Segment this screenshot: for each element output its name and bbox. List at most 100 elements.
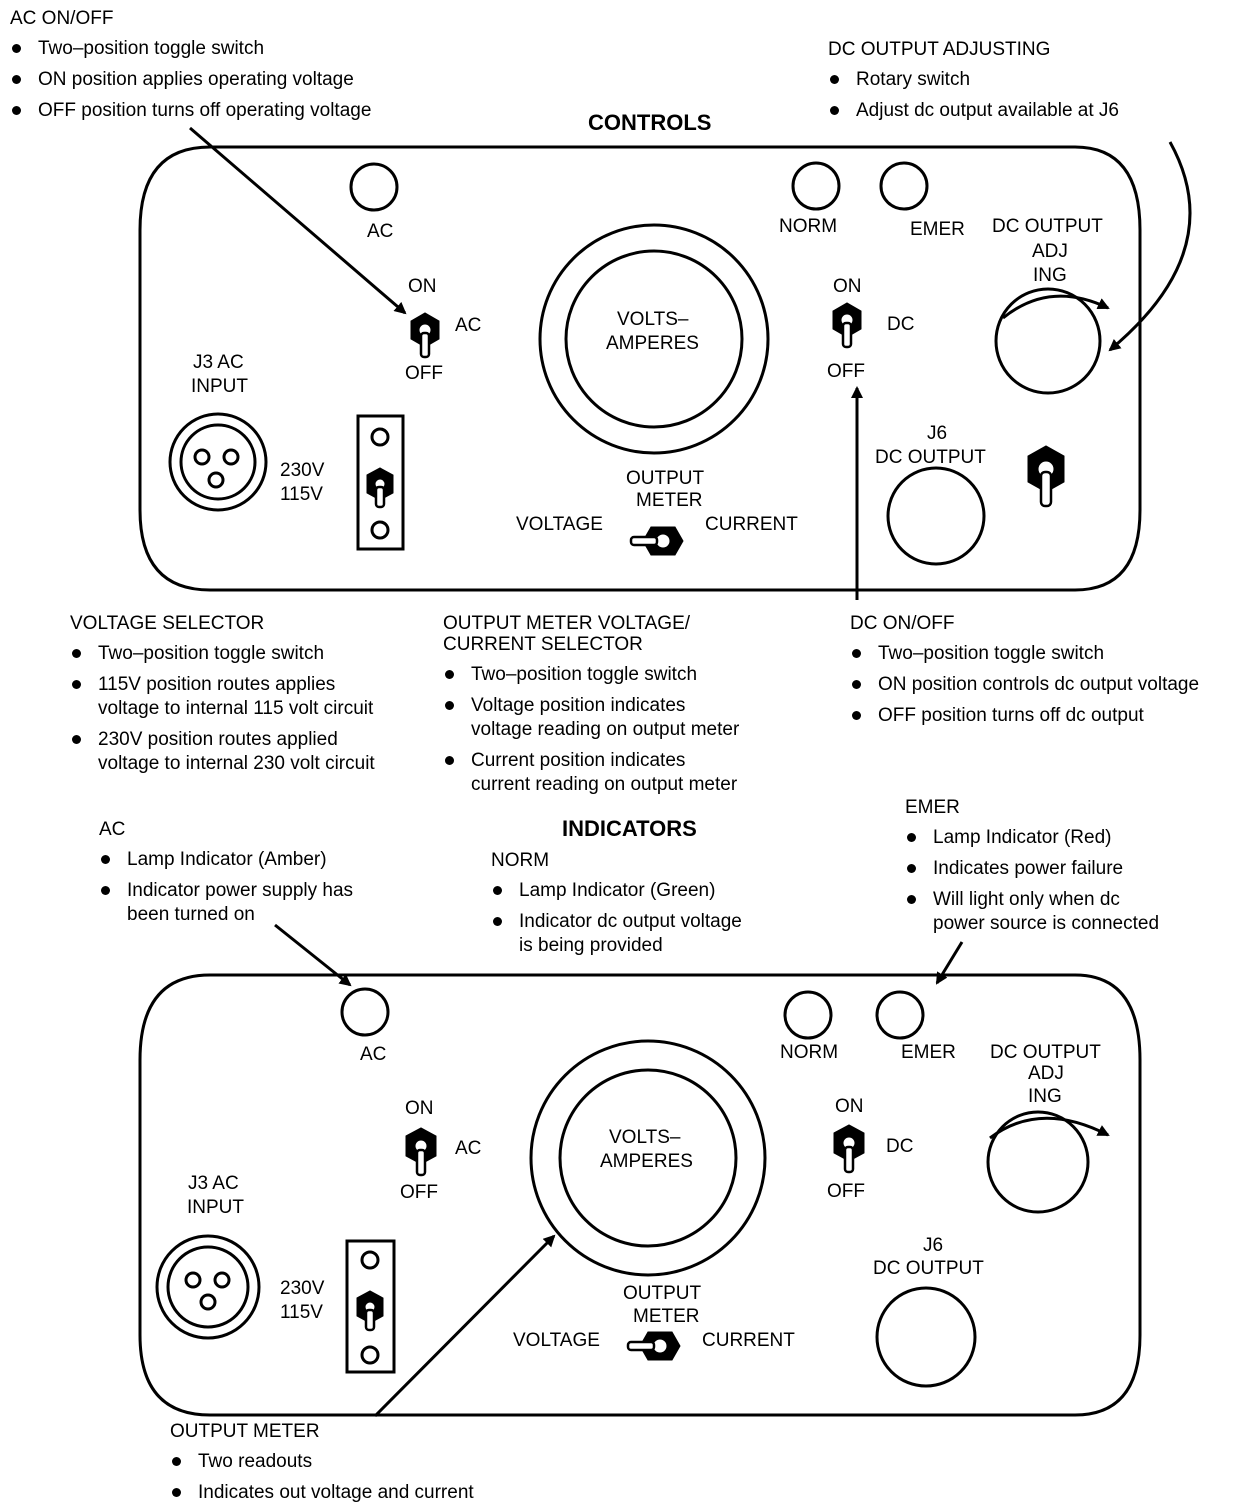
meter-label-1-2: VOLTS– [609, 1127, 681, 1148]
v115-label: 115V [280, 484, 323, 505]
ac-onoff-leader [189, 126, 407, 315]
dc-onoff-callout: DC ON/OFF Two–position toggle switch ON … [850, 612, 1199, 735]
output-meter-inner [564, 249, 744, 429]
j6-label-2-2: DC OUTPUT [873, 1258, 984, 1279]
callout-item: 115V position routes applies voltage to … [70, 673, 375, 721]
ac-switch-on-label: ON [408, 276, 437, 297]
output-meter-outer-2 [529, 1039, 767, 1277]
emer-lamp-2 [875, 990, 925, 1040]
j3-label-2: INPUT [191, 376, 248, 397]
callout-item: Two–position toggle switch [850, 642, 1199, 666]
output-meter-sel-label-2: METER [636, 490, 703, 511]
ac-switch-off-label: OFF [405, 363, 443, 384]
voltage-selector-plate-2 [345, 1239, 396, 1374]
callout-item: Current position indicates current readi… [443, 749, 739, 797]
callout-heading: VOLTAGE SELECTOR [70, 613, 265, 634]
callout-item: OFF position turns off dc output [850, 704, 1199, 728]
callout-item: Indicator power supply has been turned o… [99, 879, 353, 927]
dc-output-adj-knob [994, 287, 1102, 395]
callout-item: Indicates power failure [905, 857, 1159, 881]
dc-output-adj-rotation-arrow-2 [989, 1116, 1110, 1140]
ac-lamp-label: AC [367, 221, 394, 242]
ac-lamp-leader [274, 923, 352, 987]
norm-lamp-callout: NORM Lamp Indicator (Green) Indicator dc… [491, 849, 742, 965]
dc-adj-label-2-2: ADJ [1028, 1063, 1064, 1084]
callout-heading: NORM [491, 850, 550, 871]
voltage-label-2: VOLTAGE [513, 1330, 600, 1351]
current-label-2: CURRENT [702, 1330, 795, 1351]
dc-switch-off-label-2: OFF [827, 1181, 865, 1202]
ac-lamp [349, 162, 399, 212]
callout-item: Lamp Indicator (Amber) [99, 848, 353, 872]
dc-adj-label-3-2: ING [1028, 1086, 1062, 1107]
j6-label-1-2: J6 [923, 1235, 944, 1256]
callout-heading: DC OUTPUT ADJUSTING [828, 39, 1051, 60]
output-meter-selector-callout: OUTPUT METER VOLTAGE/ CURRENT SELECTOR T… [443, 612, 739, 804]
emer-lamp-callout: EMER Lamp Indicator (Red) Indicates powe… [905, 796, 1159, 943]
callout-item: Voltage position indicates voltage readi… [443, 694, 739, 742]
ac-switch-label: AC [455, 315, 482, 336]
callout-item: 230V position routes applied voltage to … [70, 728, 375, 776]
voltage-label: VOLTAGE [516, 514, 603, 535]
output-meter-inner-2 [558, 1068, 738, 1248]
callout-item: OFF position turns off operating voltage [10, 99, 371, 123]
j6-dc-output-connector [886, 466, 986, 566]
callout-item: ON position controls dc output voltage [850, 673, 1199, 697]
voltage-selector-toggle [366, 467, 394, 509]
j6-toggle-switch [1027, 445, 1065, 508]
dc-adj-label-3: ING [1033, 265, 1067, 286]
callout-heading: AC ON/OFF [10, 8, 114, 29]
output-meter-sel-label-1-2: OUTPUT [623, 1283, 702, 1304]
dc-output-adjusting-callout: DC OUTPUT ADJUSTING Rotary switch Adjust… [828, 38, 1119, 130]
output-meter-sel-label-1: OUTPUT [626, 468, 705, 489]
norm-lamp-label-2: NORM [780, 1042, 839, 1063]
j3-label-2-2: INPUT [187, 1197, 244, 1218]
ac-switch-off-label-2: OFF [400, 1182, 438, 1203]
meter-label-2-2: AMPERES [600, 1151, 693, 1172]
voltage-selector-callout: VOLTAGE SELECTOR Two–position toggle swi… [70, 612, 375, 783]
dc-switch-label-2: DC [886, 1136, 914, 1157]
ac-lamp-label-2: AC [360, 1044, 387, 1065]
callout-heading: OUTPUT METER VOLTAGE/ [443, 613, 691, 634]
callout-item: ON position applies operating voltage [10, 68, 371, 92]
voltage-selector-toggle-2 [356, 1290, 384, 1332]
ac-toggle-switch [410, 312, 440, 359]
callout-item: Indicates out voltage and current [170, 1481, 474, 1505]
current-label: CURRENT [705, 514, 798, 535]
dc-adj-label-1-2: DC OUTPUT [990, 1042, 1101, 1063]
dc-adj-label-2: ADJ [1032, 241, 1068, 262]
dc-output-adj-rotation-arrow [1002, 294, 1110, 320]
output-meter-leader [373, 1234, 556, 1418]
norm-lamp-label: NORM [779, 216, 838, 237]
j3-label-1: J3 AC [193, 352, 244, 373]
callout-item: Rotary switch [828, 68, 1119, 92]
j3-ac-input-connector-outer [168, 412, 268, 512]
callout-item: Two–position toggle switch [10, 37, 371, 61]
callout-item: Lamp Indicator (Red) [905, 826, 1159, 850]
output-meter-sel-label-2-2: METER [633, 1306, 700, 1327]
dc-toggle-switch [832, 302, 862, 349]
norm-lamp [791, 161, 841, 211]
callout-item: Two readouts [170, 1450, 474, 1474]
j3-ac-input-connector-inner-2 [166, 1245, 250, 1329]
norm-lamp-2 [783, 990, 833, 1040]
callout-item: Indicator dc output voltage is being pro… [491, 910, 742, 958]
callout-item: Two–position toggle switch [70, 642, 375, 666]
callout-item: Will light only when dc power source is … [905, 888, 1159, 936]
callout-heading: EMER [905, 797, 960, 818]
ac-lamp-2 [340, 987, 390, 1037]
emer-lamp-leader [935, 941, 964, 985]
ac-switch-label-2: AC [455, 1138, 482, 1159]
emer-lamp [879, 161, 929, 211]
j6-label-1: J6 [927, 423, 948, 444]
j3-ac-input-connector-inner [179, 423, 257, 501]
j3-ac-input-connector-outer-2 [155, 1234, 261, 1340]
dc-switch-off-label: OFF [827, 361, 865, 382]
ac-lamp-callout: AC Lamp Indicator (Amber) Indicator powe… [99, 818, 353, 934]
ac-onoff-callout: AC ON/OFF Two–position toggle switch ON … [10, 7, 371, 130]
output-meter-selector-toggle-2 [626, 1331, 681, 1361]
dc-output-adj-leader [1108, 141, 1192, 352]
meter-label-1: VOLTS– [617, 309, 689, 330]
callout-heading: CURRENT SELECTOR [443, 634, 643, 655]
